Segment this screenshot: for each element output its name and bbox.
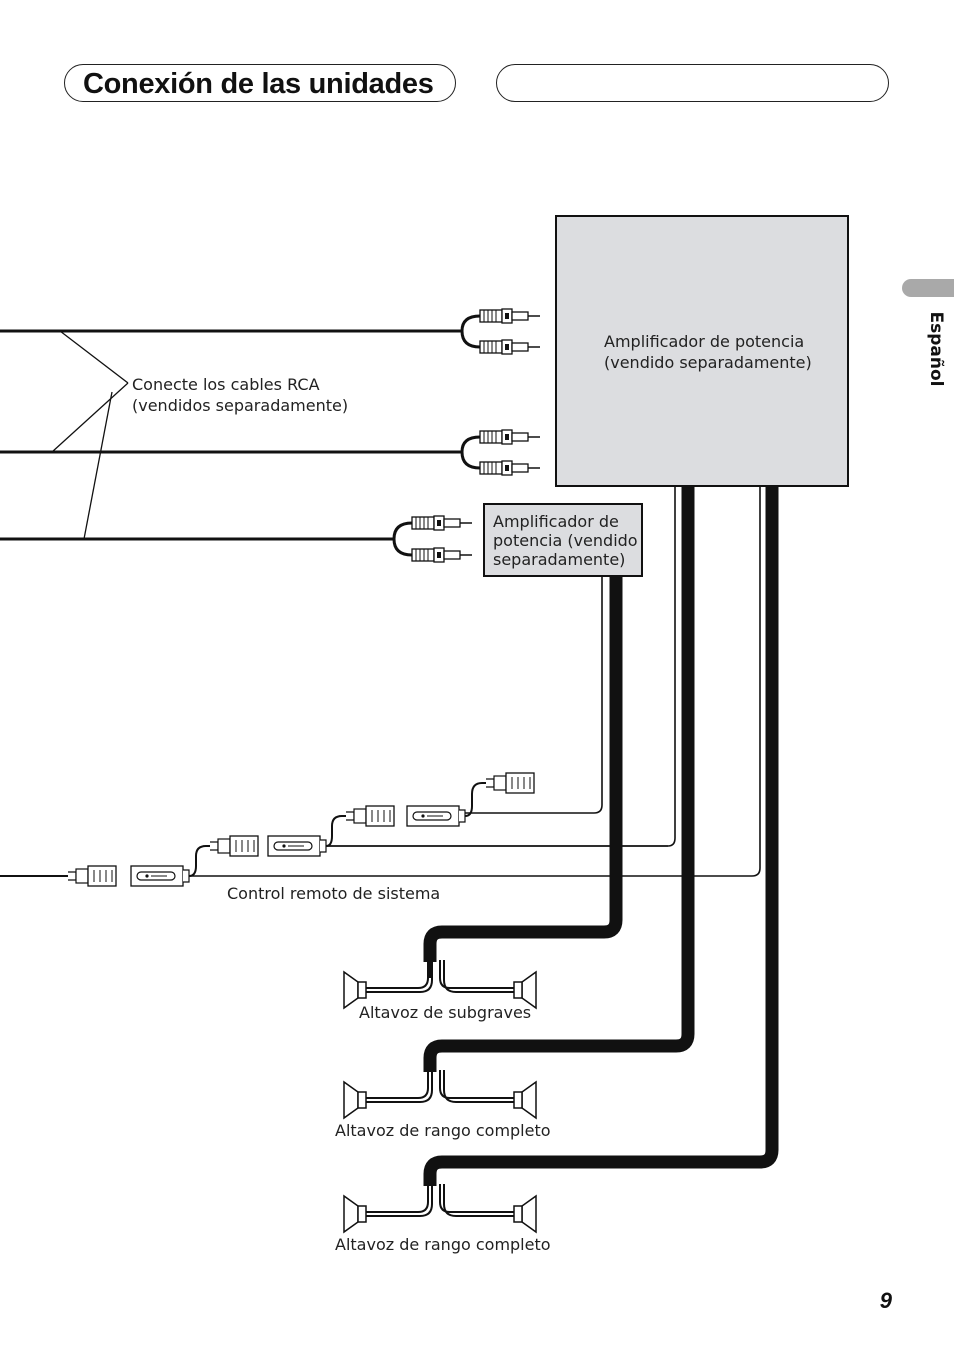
amp-main-label-1: Amplificador de potencia <box>604 332 805 351</box>
rca-plug-3a <box>411 515 473 531</box>
amplifier-small-box <box>483 503 643 577</box>
speaker-cable-sub <box>423 576 623 962</box>
remote-plug-m-3 <box>345 805 395 827</box>
section-title-box: Conexión de las unidades <box>64 64 456 102</box>
speaker-full1-left <box>343 1081 367 1119</box>
remote-plug-f-2 <box>267 835 327 857</box>
rca-plug-2a <box>479 429 541 445</box>
speaker-label-full-2: Altavoz de rango completo <box>335 1235 551 1254</box>
empty-title-box <box>496 64 889 102</box>
remote-plug-f-1 <box>130 865 190 887</box>
speaker-cable-full-2 <box>423 486 779 1186</box>
amp-small-label-1: Amplificador de <box>493 512 619 531</box>
amp-main-label-2: (vendido separadamente) <box>604 353 812 372</box>
remote-plug-m-2 <box>209 835 259 857</box>
remote-plug-m-1 <box>67 865 117 887</box>
amp-small-label-3: separadamente) <box>493 550 626 569</box>
rca-plug-1a <box>479 308 541 324</box>
speaker-full2-right <box>513 1195 537 1233</box>
rca-plug-1b <box>479 339 541 355</box>
language-tab <box>902 279 954 297</box>
page-number: 9 <box>879 1288 892 1313</box>
rca-plug-2b <box>479 460 541 476</box>
amplifier-main-box <box>555 215 849 487</box>
rca-plug-3b <box>411 547 473 563</box>
rca-label-1: Conecte los cables RCA <box>132 375 320 394</box>
speaker-cable-full-1 <box>423 486 695 1072</box>
amp-small-label-2: potencia (vendido <box>493 531 638 550</box>
speaker-full2-left <box>343 1195 367 1233</box>
remote-plug-f-3 <box>406 805 466 827</box>
rca-label-2: (vendidos separadamente) <box>132 396 349 415</box>
speaker-full1-right <box>513 1081 537 1119</box>
remote-plug-m-4 <box>485 772 535 794</box>
speaker-label-full-1: Altavoz de rango completo <box>335 1121 551 1140</box>
remote-label: Control remoto de sistema <box>227 884 441 903</box>
speaker-label-sub: Altavoz de subgraves <box>359 1003 532 1022</box>
page-title: Conexión de las unidades <box>83 68 434 100</box>
